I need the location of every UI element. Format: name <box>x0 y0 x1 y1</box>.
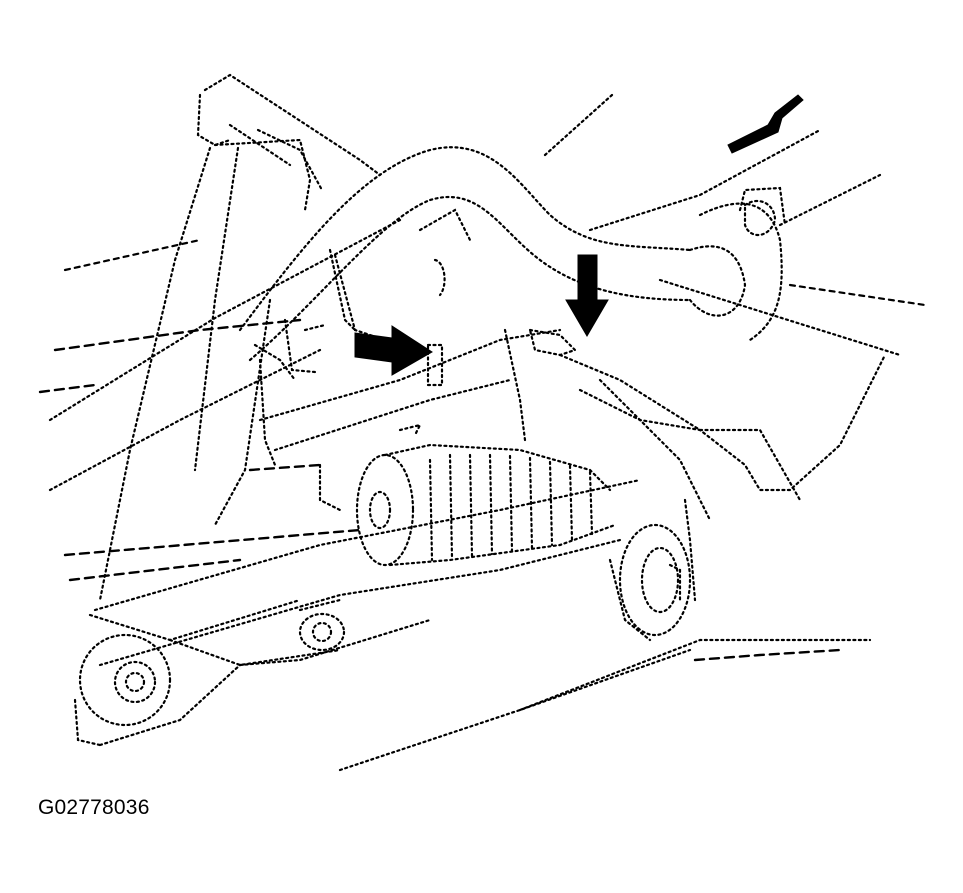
rack-boot <box>355 423 617 567</box>
right-bushing <box>608 498 697 642</box>
figure-code: G02778036 <box>38 796 150 819</box>
left-bushing <box>73 633 242 747</box>
link-bracket <box>248 208 472 512</box>
upper-bracket <box>98 73 382 602</box>
arrow-left-fastener <box>354 325 433 376</box>
lower-arm <box>88 328 887 667</box>
fastener-points <box>426 328 702 442</box>
stabilizer-bar <box>238 146 787 362</box>
middle-bushing <box>298 598 346 652</box>
arrow-right-fastener <box>565 254 609 337</box>
arrow-direction-forward <box>727 94 804 154</box>
frame-lines <box>38 93 927 772</box>
